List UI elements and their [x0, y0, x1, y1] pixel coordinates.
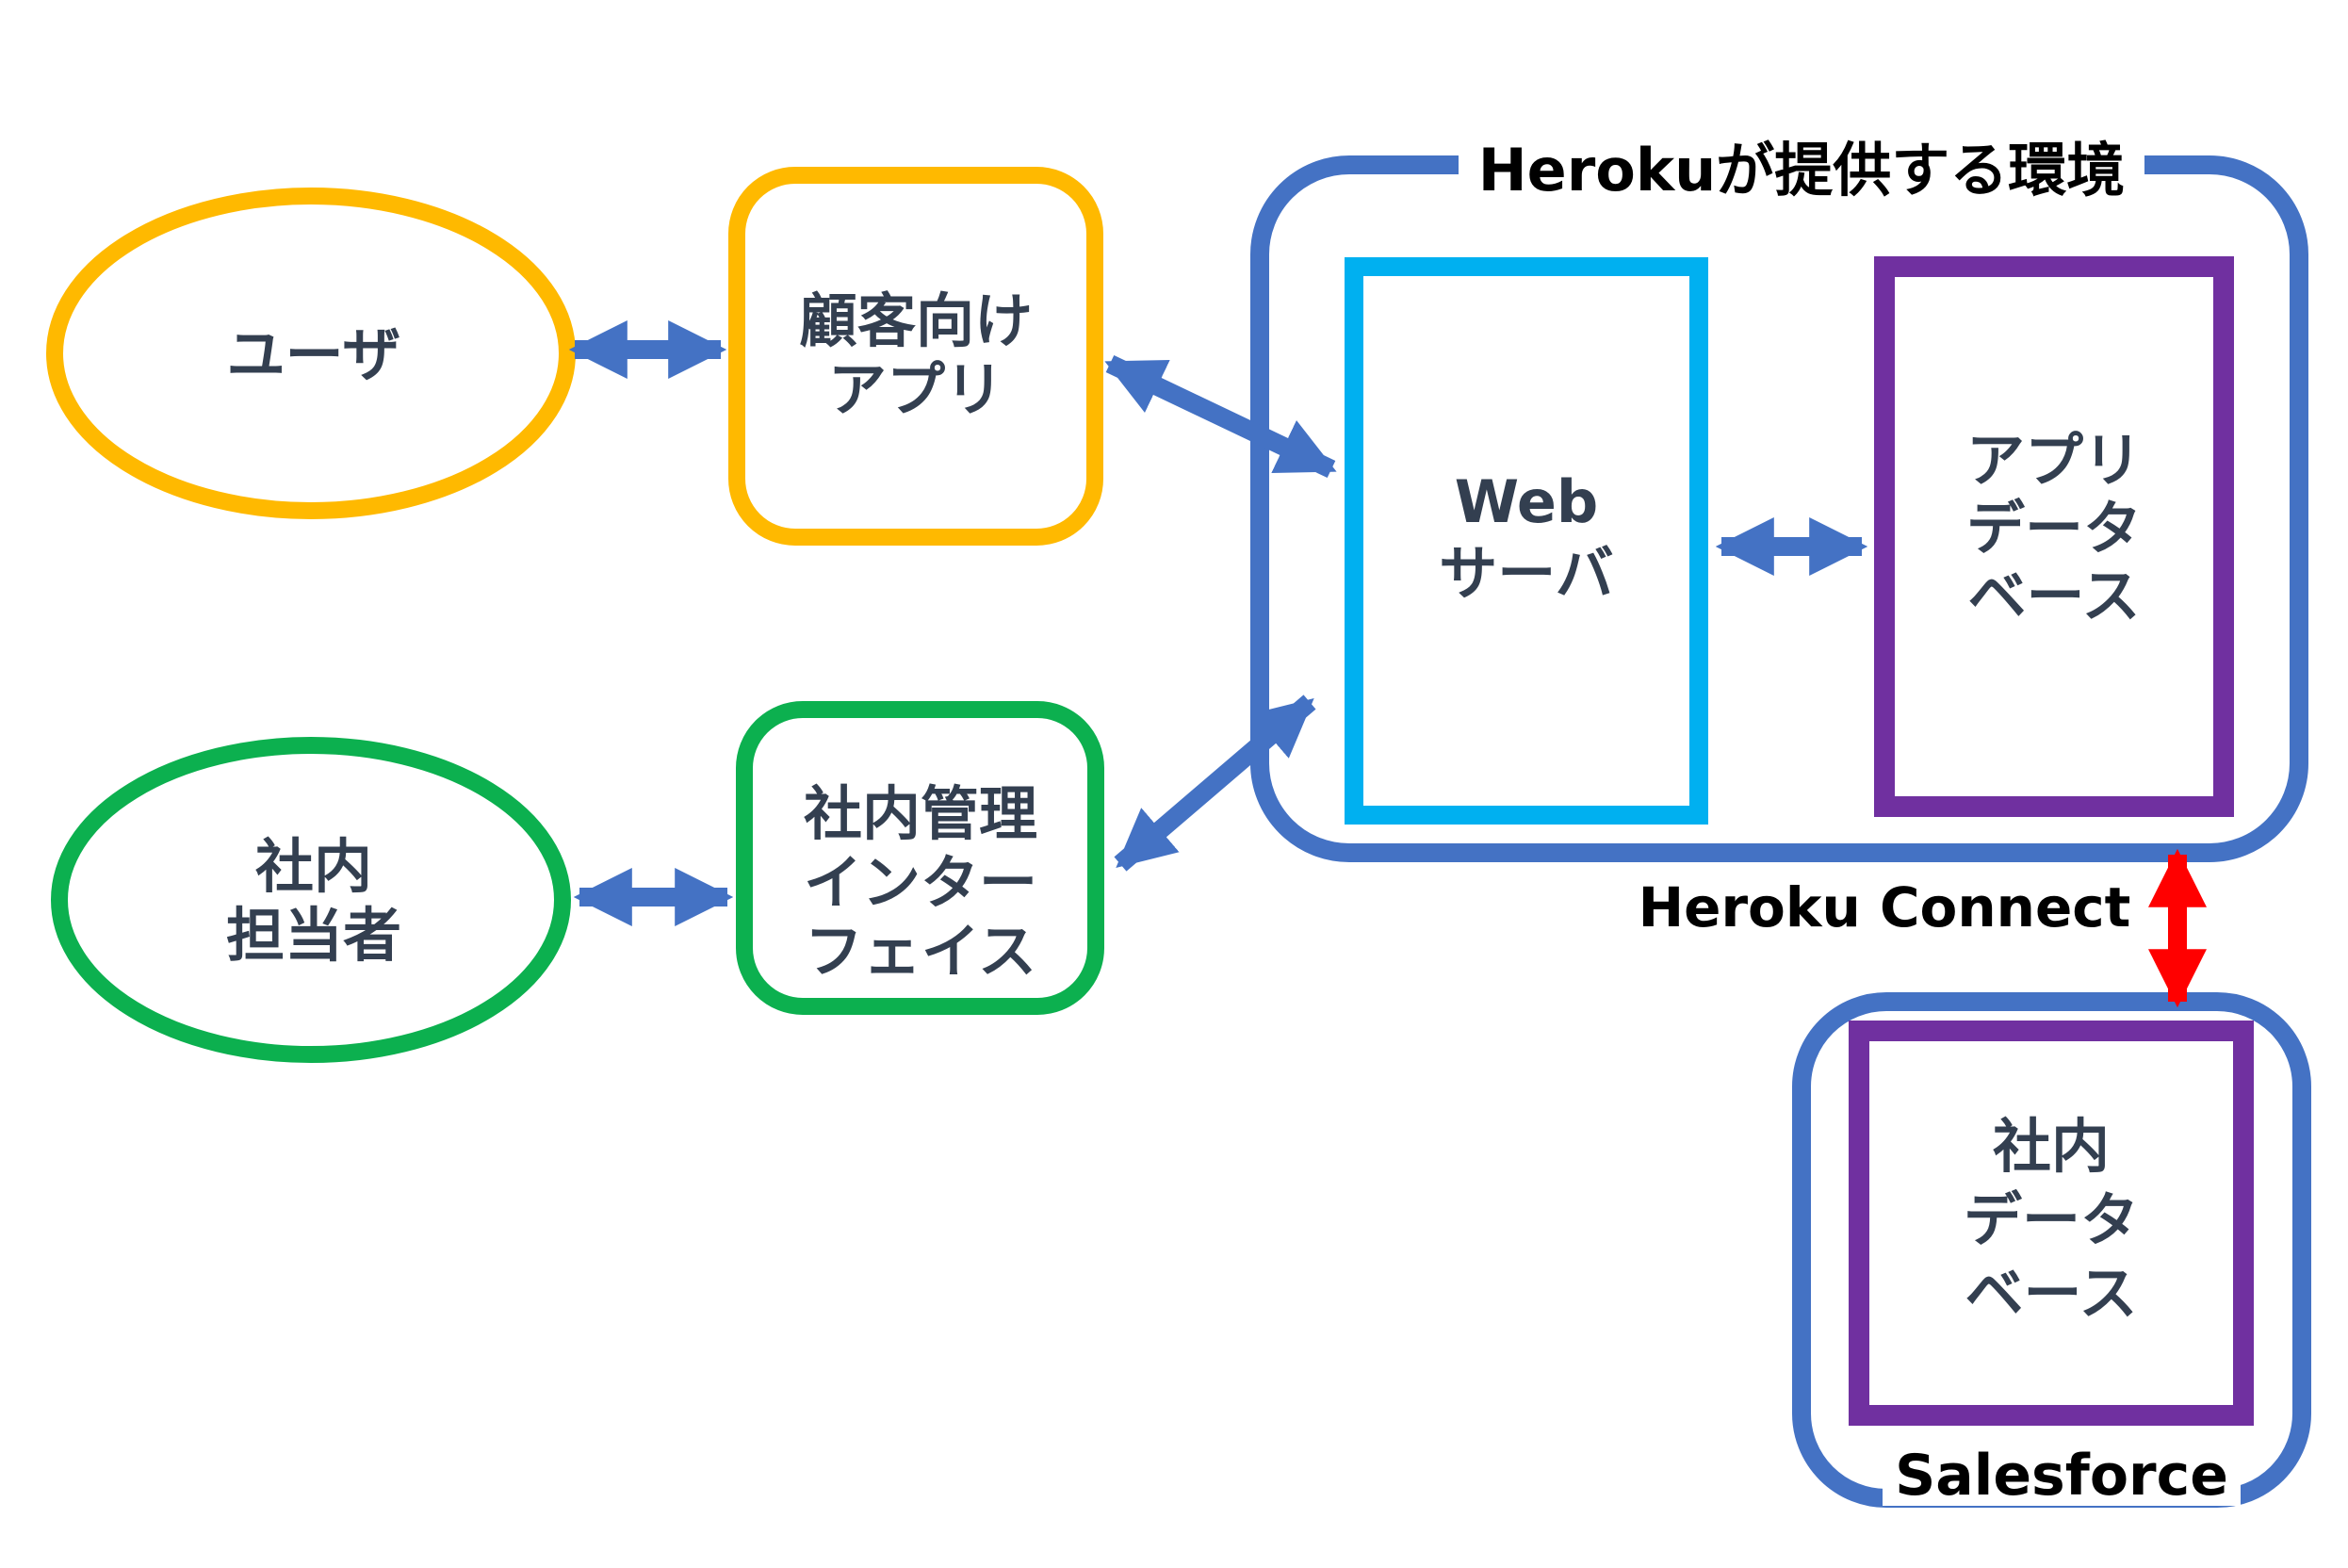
- internal-database-box: [1849, 1021, 2254, 1426]
- arrow-customer-app-web-server: [1104, 354, 1337, 479]
- node-internal-staff: 社内 担当者: [51, 737, 571, 1063]
- node-internal-database: 社内 データ ベース: [1849, 1021, 2254, 1426]
- internal-staff-label-line1: 社内: [255, 832, 372, 901]
- web-server-box: [1345, 257, 1708, 825]
- heroku-environment-container: Herokuが提供する環境: [1250, 134, 2308, 862]
- internal-database-label-line3: ベース: [1965, 1259, 2138, 1328]
- internal-staff-label-line2: 担当者: [226, 901, 401, 970]
- heroku-connect-label: Heroku Connect: [1639, 875, 2131, 939]
- internal-staff-ellipse: [51, 737, 571, 1063]
- internal-admin-interface-label-line2: インター: [804, 848, 1037, 917]
- web-server-label-line2: サーバ: [1439, 539, 1613, 608]
- customer-app-box: [728, 167, 1103, 546]
- app-database-label-line3: ベース: [1968, 562, 2141, 630]
- app-database-label-line1: アプリ: [1966, 426, 2142, 495]
- app-database-label-line2: データ: [1966, 494, 2142, 563]
- salesforce-title: Salesforce: [1895, 1443, 2228, 1509]
- customer-app-label-line1: 顧客向け: [799, 286, 1033, 355]
- salesforce-title-gap: [1883, 1444, 2241, 1506]
- node-web-server: Web サーバ: [1345, 257, 1708, 825]
- internal-database-label-line2: データ: [1964, 1185, 2139, 1254]
- user-label: ユーザ: [227, 320, 401, 389]
- node-app-database: アプリ データ ベース: [1874, 256, 2234, 817]
- customer-app-label-line2: アプリ: [828, 355, 1003, 424]
- node-internal-admin-interface: 社内管理 インター フェイス: [736, 701, 1104, 1015]
- arrow-admin-interface-web-server: [1114, 694, 1316, 872]
- heroku-title-gap: [1459, 134, 2144, 200]
- user-ellipse: [46, 188, 576, 519]
- internal-admin-interface-box: [736, 701, 1104, 1015]
- internal-admin-interface-label-line3: フェイス: [805, 917, 1036, 986]
- web-server-label-line1: Web: [1455, 467, 1599, 536]
- heroku-connect-link: Heroku Connect: [1639, 848, 2207, 1008]
- node-user: ユーザ: [46, 188, 576, 519]
- salesforce-container: Salesforce: [1792, 992, 2311, 1509]
- heroku-environment-title: Herokuが提供する環境: [1478, 136, 2125, 204]
- internal-admin-interface-label-line1: 社内管理: [804, 779, 1037, 848]
- app-database-box: [1874, 256, 2234, 817]
- node-customer-app: 顧客向け アプリ: [728, 167, 1103, 546]
- internal-database-label-line1: 社内: [1993, 1112, 2110, 1181]
